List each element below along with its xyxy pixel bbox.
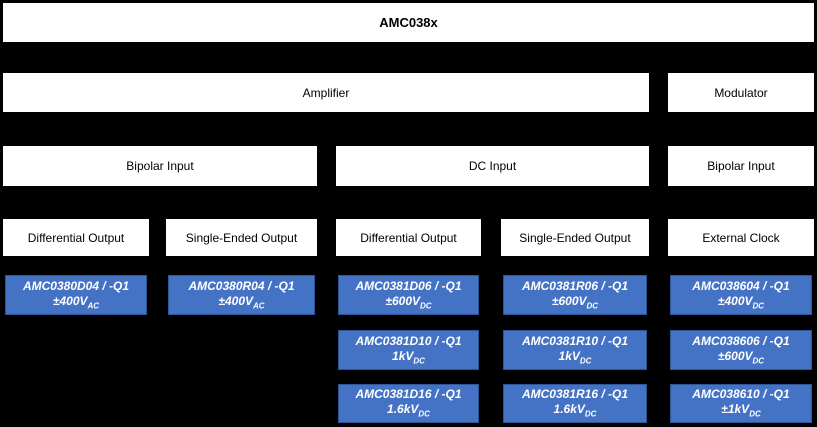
part-box-amc038606: AMC038606 / -Q1 ±600VDC (670, 330, 812, 370)
part-rating: ±400VDC (718, 294, 764, 311)
part-rating-subscript: AC (87, 301, 100, 311)
input-box-bipolar-right: Bipolar Input (667, 145, 815, 187)
part-rating-value: ±600V (717, 348, 753, 363)
output-box-single-ended-1: Single-Ended Output (165, 218, 318, 257)
part-box-amc0380d04: AMC0380D04 / -Q1 ±400VAC (5, 275, 147, 315)
input-box-bipolar-left: Bipolar Input (2, 145, 318, 187)
family-title-box: AMC038x (2, 2, 815, 43)
part-rating: ±600VDC (718, 349, 764, 366)
part-box-amc0381r10: AMC0381R10 / -Q1 1kVDC (503, 330, 647, 370)
output-box-differential-2: Differential Output (335, 218, 482, 257)
part-rating-subscript: DC (752, 356, 765, 366)
part-rating-value: ±1kV (721, 402, 750, 417)
part-box-amc0381r06: AMC0381R06 / -Q1 ±600VDC (503, 275, 647, 315)
part-rating-subscript: DC (749, 409, 761, 419)
category-box-amplifier: Amplifier (2, 72, 650, 113)
output-box-external-clock: External Clock (667, 218, 815, 257)
part-rating-subscript: DC (586, 301, 599, 311)
part-rating: ±400VAC (53, 294, 99, 311)
part-rating-subscript: DC (420, 301, 432, 311)
category-box-modulator: Modulator (667, 72, 815, 113)
part-rating-subscript: DC (413, 356, 425, 366)
input-box-dc: DC Input (335, 145, 650, 187)
part-box-amc0381d06: AMC0381D06 / -Q1 ±600VDC (338, 275, 479, 315)
output-box-single-ended-2: Single-Ended Output (500, 218, 650, 257)
part-box-amc0381d10: AMC0381D10 / -Q1 1kVDC (338, 330, 479, 370)
output-box-differential-1: Differential Output (2, 218, 150, 257)
part-box-amc038604: AMC038604 / -Q1 ±400VDC (670, 275, 812, 315)
part-rating-value: ±400V (52, 293, 88, 308)
part-rating-value: ±600V (551, 293, 587, 308)
part-name: AMC0381R16 / -Q1 (521, 387, 629, 402)
part-rating-value: ±400V (218, 293, 254, 308)
part-box-amc0381r16: AMC0381R16 / -Q1 1.6kVDC (503, 384, 647, 423)
part-rating: 1kVDC (392, 349, 425, 366)
part-name: AMC038610 / -Q1 (692, 387, 790, 402)
part-rating: ±600VDC (552, 294, 598, 311)
part-rating-subscript: AC (253, 301, 265, 311)
part-name: AMC0381D10 / -Q1 (355, 333, 462, 348)
part-rating-value: 1kV (558, 348, 580, 363)
part-name: AMC0381D06 / -Q1 (355, 278, 462, 293)
part-rating-value: 1.6kV (553, 402, 585, 417)
part-rating: 1.6kVDC (554, 402, 597, 419)
part-name: AMC0381R06 / -Q1 (521, 278, 629, 293)
part-rating: ±400VAC (218, 294, 264, 311)
part-rating: 1kVDC (559, 349, 592, 366)
part-name: AMC0380D04 / -Q1 (22, 278, 130, 293)
part-rating-subscript: DC (418, 409, 430, 419)
part-name: AMC0381D16 / -Q1 (355, 387, 462, 402)
part-name: AMC0380R04 / -Q1 (188, 278, 295, 293)
part-rating: 1.6kVDC (387, 402, 430, 419)
part-rating-value: ±400V (717, 293, 753, 308)
part-name: AMC038606 / -Q1 (692, 333, 790, 348)
part-rating-value: ±600V (385, 293, 421, 308)
part-rating-subscript: DC (584, 409, 597, 419)
part-box-amc0380r04: AMC0380R04 / -Q1 ±400VAC (168, 275, 315, 315)
part-rating: ±1kVDC (721, 402, 761, 419)
part-box-amc038610: AMC038610 / -Q1 ±1kVDC (670, 384, 812, 423)
part-rating: ±600VDC (385, 294, 431, 311)
part-name: AMC0381R10 / -Q1 (521, 333, 629, 348)
part-name: AMC038604 / -Q1 (692, 278, 790, 293)
part-rating-subscript: DC (752, 301, 765, 311)
part-box-amc0381d16: AMC0381D16 / -Q1 1.6kVDC (338, 384, 479, 423)
part-rating-value: 1kV (392, 348, 414, 363)
part-rating-subscript: DC (579, 356, 592, 366)
part-rating-value: 1.6kV (387, 402, 419, 417)
